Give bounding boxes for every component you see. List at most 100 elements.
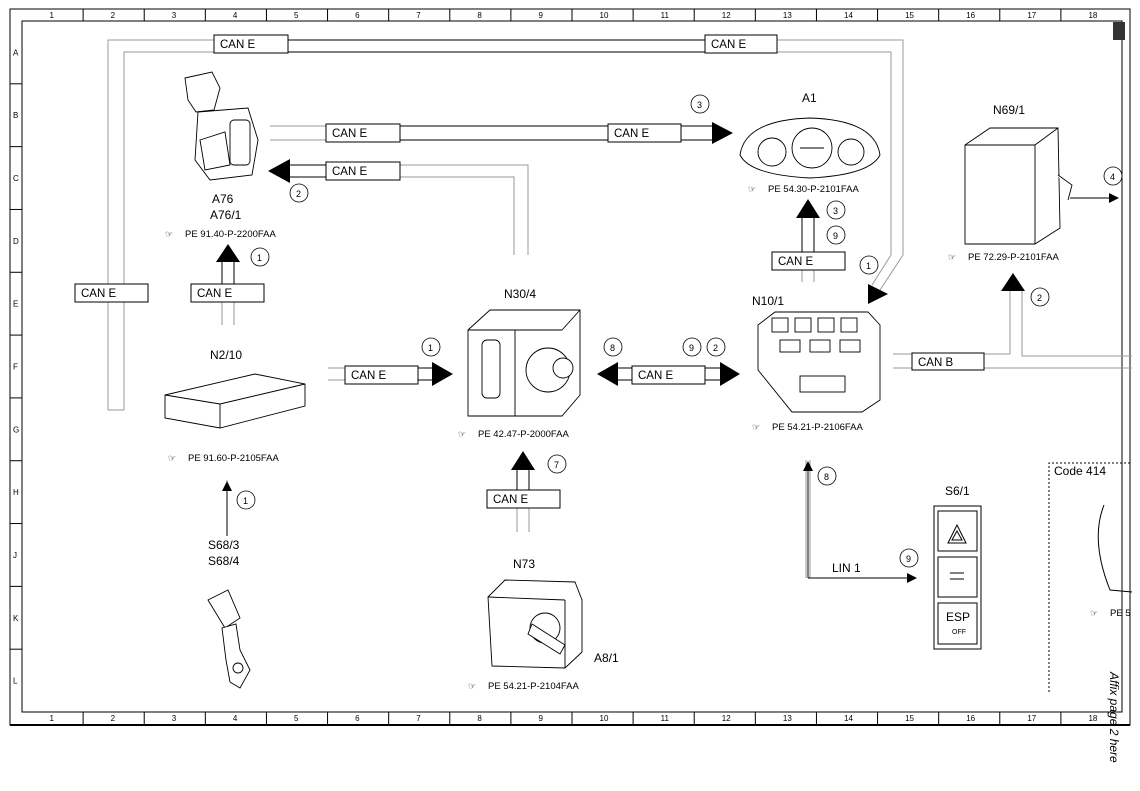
can-e-runs: [221, 39, 815, 490]
svg-text:2: 2: [1037, 293, 1042, 303]
signal-8-lin: 8: [817, 466, 837, 486]
a1-labels: A1 ☞ PE 54.30-P-2101FAA: [748, 91, 859, 195]
grid-row-label: L: [13, 677, 18, 686]
margin-note: Affix page 2 here: [1107, 671, 1121, 763]
grid-row-label: D: [13, 237, 19, 246]
svg-text:S68/3: S68/3: [208, 538, 240, 552]
can-e-label-top-left: CAN E: [213, 34, 289, 54]
n10-1-drawing: [757, 311, 881, 413]
svg-text:A8/1: A8/1: [594, 651, 619, 665]
grid-column-label: 2: [111, 11, 116, 20]
reference-hand-icon: ☞: [1090, 609, 1098, 619]
grid-column-label: 10: [600, 11, 609, 20]
grid-column-label: 17: [1027, 714, 1036, 723]
can-b-label: CAN B: [911, 352, 985, 371]
svg-text:CAN E: CAN E: [711, 39, 746, 51]
svg-text:3: 3: [697, 100, 702, 110]
grid-row-label: J: [13, 551, 17, 560]
grid-row-label: C: [13, 174, 19, 183]
svg-text:1: 1: [428, 343, 433, 353]
svg-text:CAN E: CAN E: [332, 166, 367, 178]
thin-arrows: [222, 193, 1119, 583]
signal-1-s68: 1: [236, 490, 256, 510]
svg-text:8: 8: [824, 472, 829, 482]
grid-column-label: 3: [172, 11, 177, 20]
signal-2-n69: 2: [1030, 287, 1050, 307]
svg-text:7: 7: [554, 460, 559, 470]
corner-tab-icon: [1113, 22, 1125, 40]
s68-seat-belt-buckle-drawing: [207, 589, 251, 689]
svg-text:PE 54.21-P-2104FAA: PE 54.21-P-2104FAA: [488, 681, 579, 692]
n30-4-drawing: [467, 309, 581, 417]
svg-text:N69/1: N69/1: [993, 103, 1025, 117]
n73-labels: N73 A8/1 ☞ PE 54.21-P-2104FAA: [468, 557, 619, 692]
svg-text:PE 91.60-P-2105FAA: PE 91.60-P-2105FAA: [188, 453, 279, 464]
signal-1-a76: 1: [250, 247, 270, 267]
svg-text:CAN E: CAN E: [81, 288, 116, 300]
s6-1-switch-panel: ESP OFF S6/1: [933, 484, 982, 650]
signal-2-n10: 2: [706, 337, 726, 357]
signal-9-a1-in: 9: [826, 225, 846, 245]
svg-text:S6/1: S6/1: [945, 484, 970, 498]
grid-column-label: 2: [111, 714, 116, 723]
svg-text:N10/1: N10/1: [752, 294, 784, 308]
grid-column-label: 6: [355, 714, 360, 723]
grid-column-label: 17: [1027, 11, 1036, 20]
svg-text:2: 2: [296, 189, 301, 199]
svg-text:4: 4: [1110, 172, 1115, 182]
grid-column-label: 5: [294, 714, 299, 723]
signal-circles: 3 2 1 1 8 9 2 3 9 1 4 2 7 1 8 9: [236, 94, 1123, 568]
code-414-panel: Code 414 ☞ PE 5: [1048, 462, 1133, 692]
svg-text:N2/10: N2/10: [210, 348, 242, 362]
signal-1-top-loop: 1: [859, 255, 879, 275]
grid-column-label: 9: [538, 714, 543, 723]
grid-column-label: 1: [50, 714, 55, 723]
signal-3-a1-in: 3: [826, 200, 846, 220]
svg-text:1: 1: [243, 496, 248, 506]
n69-1-drawing: [964, 127, 1073, 245]
svg-text:CAN E: CAN E: [638, 370, 673, 382]
grid-column-label: 15: [905, 11, 914, 20]
svg-text:PE 42.47-P-2000FAA: PE 42.47-P-2000FAA: [478, 429, 569, 440]
grid-column-label: 3: [172, 714, 177, 723]
bus-label-boxes: CAN E CAN E CAN E CAN E CAN E CAN E CAN …: [74, 34, 985, 575]
grid-column-label: 5: [294, 11, 299, 20]
svg-text:2: 2: [713, 343, 718, 353]
svg-text:ESP: ESP: [946, 610, 970, 624]
svg-text:PE 5: PE 5: [1110, 608, 1131, 619]
grid-column-label: 7: [416, 11, 421, 20]
bus-lines: [107, 39, 1132, 579]
lin-1-label: LIN 1: [832, 561, 861, 575]
grid-column-label: 10: [600, 714, 609, 723]
a76-component-drawing: [184, 71, 259, 181]
grid-column-label: 18: [1088, 714, 1097, 723]
grid-column-label: 6: [355, 11, 360, 20]
grid-column-label: 7: [416, 714, 421, 723]
reference-hand-icon: ☞: [168, 454, 176, 464]
signal-9-n10: 9: [682, 337, 702, 357]
signal-7-n73: 7: [547, 454, 567, 474]
svg-text:9: 9: [906, 554, 911, 564]
n69-1-labels: N69/1 ☞ PE 72.29-P-2101FAA: [948, 103, 1059, 263]
reference-hand-icon: ☞: [948, 253, 956, 263]
grid-row-label: G: [13, 425, 19, 434]
signal-8-n30: 8: [603, 337, 623, 357]
reference-hand-icon: ☞: [752, 423, 760, 433]
grid-column-label: 18: [1088, 11, 1097, 20]
grid-column-label: 16: [966, 714, 975, 723]
grid-column-label: 13: [783, 714, 792, 723]
svg-text:A76/1: A76/1: [210, 208, 242, 222]
a1-instrument-cluster-drawing: [739, 117, 881, 179]
svg-text:N73: N73: [513, 557, 535, 571]
grid-column-label: 8: [477, 714, 482, 723]
signal-9-lin: 9: [899, 548, 919, 568]
svg-text:PE 54.30-P-2101FAA: PE 54.30-P-2101FAA: [768, 184, 859, 195]
grid-column-label: 12: [722, 11, 731, 20]
svg-text:CAN E: CAN E: [197, 288, 232, 300]
grid-column-label: 12: [722, 714, 731, 723]
arrowheads: [216, 122, 1025, 470]
can-e-label-a76-out: CAN E: [325, 123, 401, 143]
grid-row-label: B: [13, 111, 18, 120]
svg-text:OFF: OFF: [952, 629, 966, 636]
